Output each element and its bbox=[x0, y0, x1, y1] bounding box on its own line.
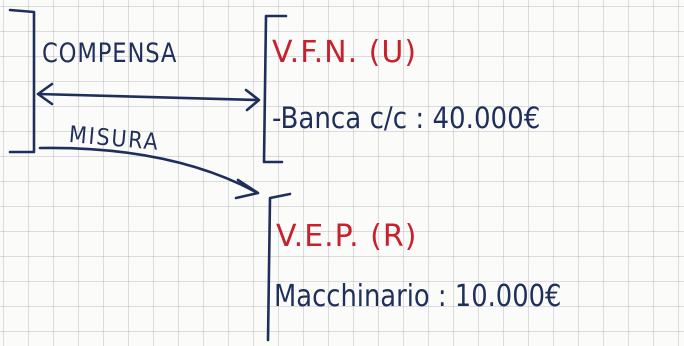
bottom-bracket bbox=[266, 192, 292, 342]
upper-arrow-label: COMPENSA bbox=[42, 38, 178, 69]
left-bracket bbox=[8, 8, 36, 154]
section-2-entry: Macchinario : 10.000€ bbox=[274, 279, 562, 314]
curved-arrow-head bbox=[234, 178, 260, 200]
section-1-header: V.F.N. (U) bbox=[272, 35, 418, 70]
section-1-entry: -Banca c/c : 40.000€ bbox=[272, 101, 541, 135]
section-2-header: V.E.P. (R) bbox=[276, 219, 418, 254]
double-arrow-right-head bbox=[244, 88, 261, 112]
double-arrow-shaft bbox=[36, 92, 260, 102]
top-bracket bbox=[262, 14, 288, 164]
double-arrow-left-head bbox=[36, 82, 54, 106]
curved-arrow-shaft bbox=[38, 146, 258, 194]
